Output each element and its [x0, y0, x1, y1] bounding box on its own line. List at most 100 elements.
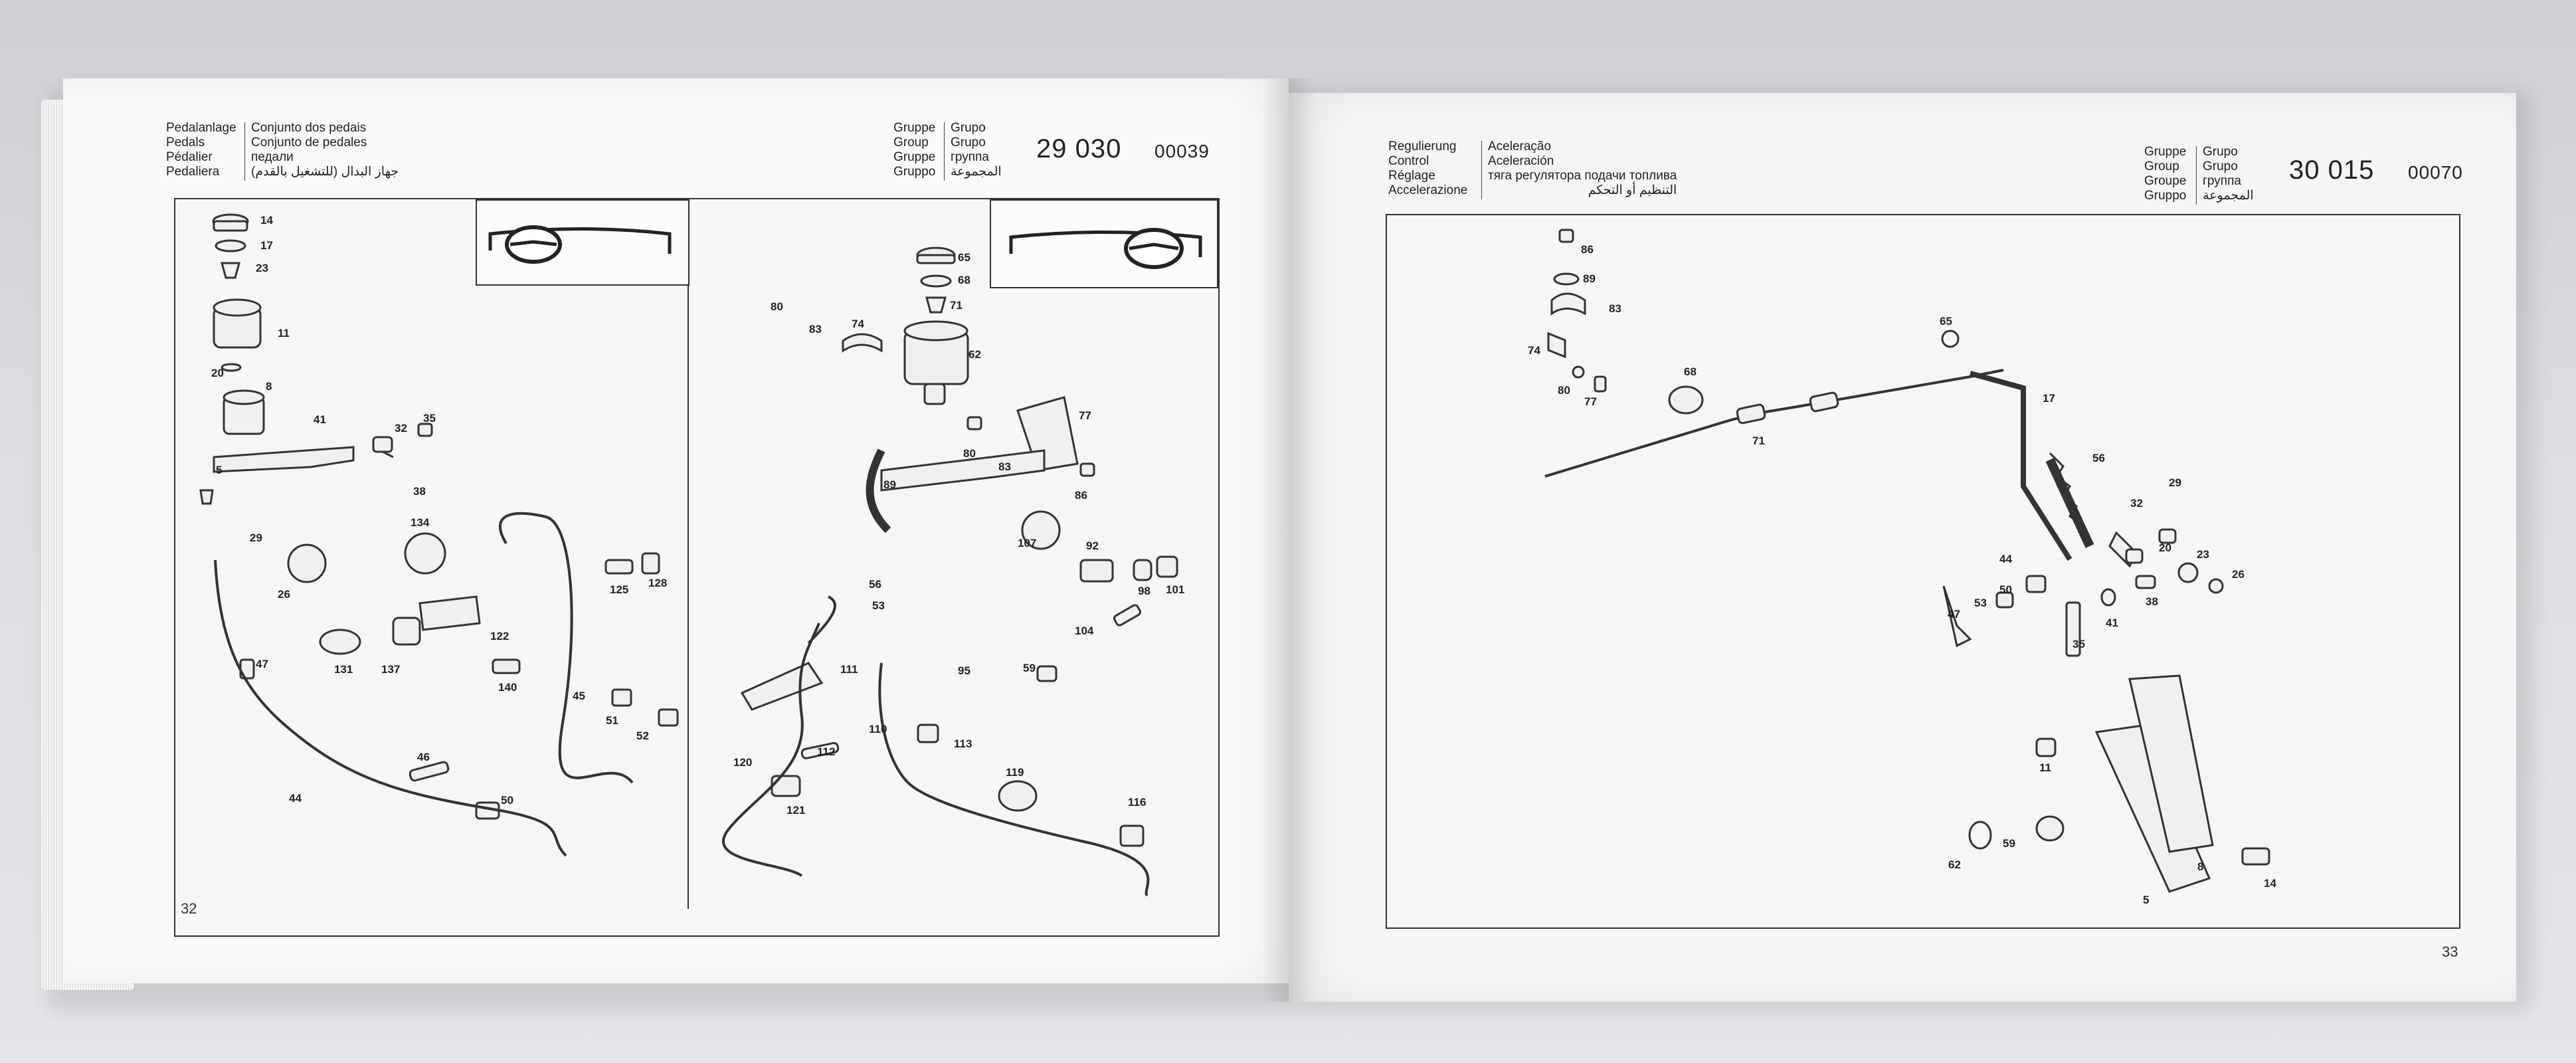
part-label: 53 — [872, 599, 885, 612]
title-pt: Aceleração — [1488, 140, 1552, 153]
part-label: 111 — [840, 663, 858, 676]
part-label: 65 — [958, 251, 970, 264]
part-label: 14 — [2264, 877, 2276, 890]
groupe-label: Gruppe — [893, 150, 936, 164]
part-label: 41 — [314, 413, 326, 426]
part-label: 17 — [2043, 392, 2055, 405]
part-label: 50 — [1999, 583, 2012, 596]
title-fr: Pédalier — [166, 150, 213, 164]
part-label: 68 — [958, 274, 970, 286]
part-label: 131 — [334, 663, 353, 676]
steering-inset-lhd — [476, 199, 690, 286]
part-label: 38 — [2146, 595, 2158, 608]
part-label: 122 — [490, 630, 509, 642]
group-number: 29 030 — [1036, 134, 1122, 163]
part-label: 44 — [289, 792, 302, 805]
gruppe-label: Gruppe — [893, 121, 936, 135]
part-label: 125 — [610, 583, 629, 596]
group-number: 30 015 — [2289, 155, 2375, 185]
gruppe-label: Gruppe — [2144, 145, 2187, 159]
part-label: 38 — [413, 485, 426, 498]
header-rule — [244, 122, 245, 181]
part-label: 68 — [1684, 365, 1697, 378]
accelerator-linkage-drawing — [1544, 229, 2270, 893]
title-de: Regulierung — [1388, 140, 1457, 153]
part-label: 134 — [411, 516, 430, 529]
part-label: 47 — [1948, 608, 1960, 621]
panel-divider — [688, 198, 689, 909]
part-label: 29 — [2169, 476, 2181, 489]
gruppo-label: Gruppo — [893, 165, 936, 179]
part-label: 83 — [998, 460, 1011, 473]
title-en: Pedals — [166, 136, 205, 149]
part-label: 119 — [1006, 766, 1024, 779]
part-label: 95 — [958, 664, 970, 677]
part-label: 120 — [733, 756, 753, 769]
gruppa-label: группа — [951, 150, 989, 164]
part-label: 71 — [950, 299, 963, 312]
part-label: 29 — [250, 532, 262, 544]
title-ar: التنظيم أو التحكم — [1588, 183, 1677, 197]
part-label: 44 — [1999, 553, 2012, 565]
part-label: 110 — [869, 723, 887, 735]
part-label: 8 — [2197, 860, 2204, 873]
title-es: Conjunto de pedales — [251, 136, 367, 149]
header-rule — [1481, 141, 1482, 199]
part-label: 11 — [2039, 761, 2051, 774]
grupo-label: Grupo — [951, 121, 986, 135]
part-label: 32 — [2130, 497, 2143, 510]
grupo-label: Grupo — [2203, 145, 2238, 159]
gruppo-label: Gruppo — [2144, 189, 2187, 203]
group-code: 00039 — [1154, 141, 1210, 161]
part-label: 23 — [2197, 548, 2209, 561]
part-label: 77 — [1584, 395, 1597, 408]
part-label: 14 — [260, 214, 273, 227]
part-label: 107 — [1018, 537, 1037, 549]
left-panel-drawing — [199, 213, 679, 857]
title-en: Control — [1388, 154, 1429, 168]
part-label: 74 — [852, 318, 864, 330]
part-label: 112 — [817, 745, 836, 758]
part-label: 65 — [1940, 315, 1952, 328]
page-number-right: 33 — [2442, 943, 2458, 960]
part-label: 8 — [266, 380, 272, 393]
part-label: 62 — [1948, 858, 1961, 871]
part-label: 56 — [2092, 452, 2105, 464]
title-ru: тяга регулятора подачи топлива — [1488, 169, 1677, 183]
groupe-label: Groupe — [2144, 174, 2187, 188]
part-label: 59 — [2003, 837, 2015, 850]
part-label: 5 — [2143, 894, 2150, 906]
part-label: 26 — [2232, 568, 2245, 581]
grupo-label-es: Grupo — [951, 136, 986, 149]
part-label: 17 — [260, 239, 273, 252]
part-label: 116 — [1128, 796, 1147, 809]
group-label: Group — [893, 136, 929, 149]
part-label: 51 — [606, 714, 618, 727]
title-fr: Réglage — [1388, 169, 1435, 183]
part-label: 20 — [211, 367, 224, 379]
part-label: 113 — [954, 737, 972, 750]
part-label: 137 — [381, 663, 401, 676]
part-label: 89 — [1583, 272, 1596, 285]
header-rule — [944, 122, 945, 181]
part-label: 47 — [256, 658, 268, 670]
header-rule — [2196, 146, 2197, 205]
part-label: 98 — [1138, 585, 1150, 597]
part-label: 80 — [963, 447, 976, 460]
title-it: Pedaliera — [166, 165, 220, 179]
right-diagram-frame — [1386, 214, 2460, 929]
left-diagram-frame — [174, 198, 1220, 937]
part-label: 62 — [968, 348, 981, 361]
title-pt: Conjunto dos pedais — [251, 121, 367, 135]
part-label: 50 — [501, 794, 513, 807]
part-label: 32 — [395, 422, 407, 435]
title-de: Pedalanlage — [166, 121, 236, 135]
part-label: 45 — [573, 690, 585, 702]
title-it: Accelerazione — [1388, 183, 1468, 197]
part-label: 59 — [1023, 662, 1036, 674]
group-code: 00070 — [2408, 162, 2463, 183]
right-panel-drawing — [721, 246, 1178, 897]
part-label: 92 — [1086, 539, 1099, 552]
gruppa-label: группа — [2203, 174, 2241, 188]
part-label: 77 — [1079, 409, 1091, 422]
